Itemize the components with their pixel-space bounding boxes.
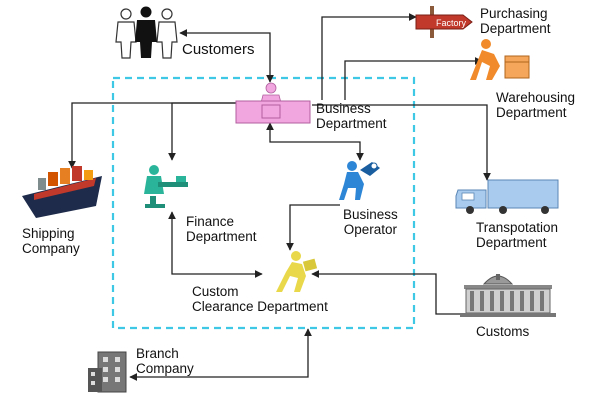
link-operator-clearance [286, 204, 340, 251]
warehousing-label: Warehousing Department [496, 90, 575, 120]
link-customers-business [179, 29, 274, 83]
business-department-label-line-1: Business [316, 101, 371, 116]
branch-label-line-2: Company [136, 361, 194, 376]
business-operator-label-line-1: Business [343, 207, 398, 222]
warehousing-label-line-2: Department [496, 105, 567, 120]
custom-clearance-label-line-2: Clearance Department [192, 299, 328, 314]
warehousing-label-line-1: Warehousing [496, 90, 576, 105]
transportation-label-line-1: Transpotation [476, 220, 559, 235]
custom-clearance-worker-icon [276, 251, 318, 292]
shipping-label-line-2: Company [22, 241, 80, 256]
business-operator-icon [339, 161, 380, 200]
business-department-label: Business Department [316, 101, 387, 131]
business-operator-label-line-2: Operator [343, 222, 398, 237]
link-business-operator [266, 122, 364, 161]
business-operator-label: Business Operator [343, 207, 398, 237]
finance-label-line-1: Finance [186, 214, 235, 229]
ship-icon [22, 166, 102, 218]
connectors [68, 13, 491, 381]
customers-icon [115, 6, 178, 59]
transportation-label: Transpotation Department [476, 220, 558, 250]
business-department-icon [235, 82, 311, 124]
factory-sign-icon: Factory [415, 6, 473, 38]
purchasing-label-line-1: Purchasing [480, 6, 548, 21]
shipping-label: Shipping Company [22, 226, 80, 256]
customs-label: Customs [476, 324, 530, 339]
branch-label: Branch Company [136, 346, 194, 376]
customers-label: Customers [182, 41, 255, 58]
link-customs-clearance [311, 270, 460, 315]
link-business-warehousing [344, 57, 483, 100]
truck-icon [455, 179, 559, 214]
purchasing-label-line-2: Department [480, 21, 551, 36]
link-business-finance [168, 102, 236, 161]
custom-clearance-label-line-1: Custom [192, 284, 239, 299]
custom-clearance-label: Custom Clearance Department [192, 284, 328, 314]
purchasing-label: Purchasing Department [480, 6, 551, 36]
branch-label-line-1: Branch [136, 346, 179, 361]
warehousing-worker-icon [470, 39, 530, 80]
link-business-shipping [68, 102, 236, 169]
link-branch-clearance [129, 328, 312, 381]
branch-building-icon [88, 351, 127, 393]
finance-worker-icon [144, 165, 188, 208]
factory-sign-text: Factory [436, 18, 467, 28]
link-business-purchasing [321, 13, 417, 100]
shipping-label-line-1: Shipping [22, 226, 75, 241]
link-business-transportation [312, 104, 491, 181]
finance-label: Finance Department [186, 214, 257, 244]
link-finance-clearance [168, 211, 263, 278]
finance-label-line-2: Department [186, 229, 257, 244]
customs-building-icon [460, 274, 556, 317]
business-department-label-line-2: Department [316, 116, 387, 131]
transportation-label-line-2: Department [476, 235, 547, 250]
